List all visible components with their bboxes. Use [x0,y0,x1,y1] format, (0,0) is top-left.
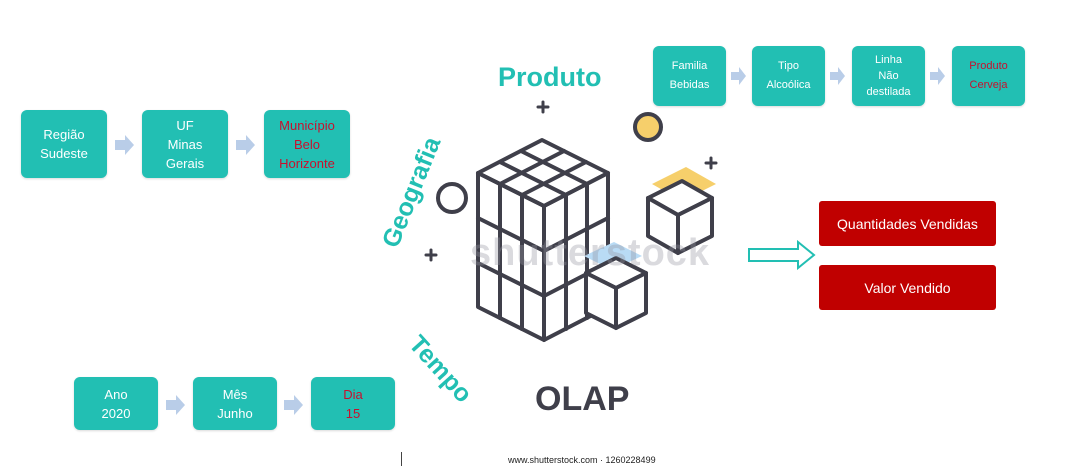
olap-label: OLAP [535,380,630,418]
box-label: Tipo [778,60,799,72]
measure-valor-vendido: Valor Vendido [819,265,996,310]
box-label: Ano [104,386,128,402]
geo-box-uf: UF Minas Gerais [142,110,228,178]
arrow-right-icon [284,395,303,415]
box-value: Belo [293,136,321,152]
arrow-right-icon [930,67,945,85]
box-value: Junho [217,405,253,421]
tempo-box-mes: Mês Junho [193,377,277,430]
prod-box-linha: Linha Não destilada [852,46,925,106]
arrow-right-icon [115,135,134,155]
arrow-right-icon [166,395,185,415]
box-value: Sudeste [40,146,88,161]
tempo-box-dia: Dia 15 [311,377,395,430]
box-label: Dia [343,386,363,402]
geo-box-regiao: Região Sudeste [21,110,107,178]
divider [401,452,402,466]
box-value: 15 [345,405,361,421]
prod-box-produto: Produto Cerveja [952,46,1025,106]
footer-credit: www.shutterstock.com · 1260228499 [508,455,656,465]
box-value: Horizonte [279,155,335,171]
box-label: Mês [222,386,248,402]
arrow-right-icon [731,67,746,85]
olap-cube-icon [424,100,718,342]
box-label: Município [279,117,335,133]
box-value: Alcoólica [766,79,811,91]
prod-box-tipo: Tipo Alcoólica [752,46,825,106]
box-label: Familia [671,60,708,72]
box-label: Linha [875,54,902,66]
outline-arrow-right-icon [748,240,816,270]
box-value: Bebidas [669,79,710,91]
box-value: Gerais [165,155,205,171]
box-value: destilada [866,86,911,98]
box-value: Não [878,70,899,82]
dimension-title-produto: Produto [498,62,602,92]
box-value: 2020 [101,405,131,421]
box-label: UF [176,117,194,133]
watermark: shutterstock [470,232,711,274]
box-label: Produto [969,60,1008,72]
box-value: Minas [167,136,203,152]
arrow-right-icon [830,67,845,85]
measure-quantidades-vendidas: Quantidades Vendidas [819,201,996,246]
box-value: Cerveja [969,79,1008,91]
box-label: Região [43,127,85,142]
geo-box-municipio: Município Belo Horizonte [264,110,350,178]
arrow-right-icon [236,135,255,155]
tempo-box-ano: Ano 2020 [74,377,158,430]
prod-box-familia: Familia Bebidas [653,46,726,106]
